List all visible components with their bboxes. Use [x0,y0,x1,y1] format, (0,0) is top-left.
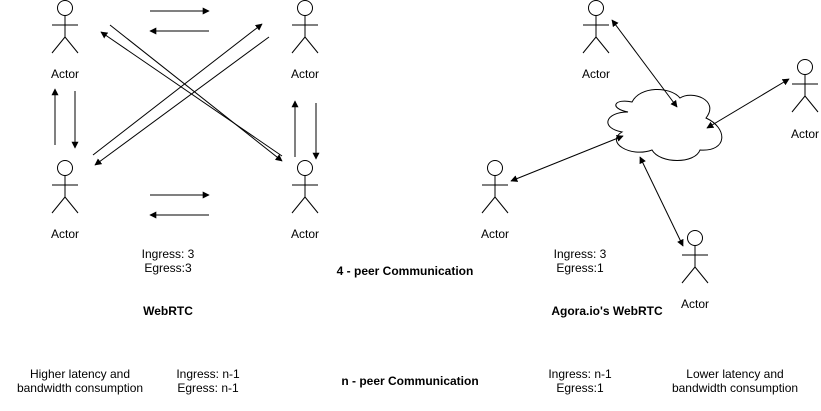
left-egress: Egress:3 [144,261,192,275]
arrow-diagonal-to-top-right [92,23,263,156]
actor-label-right-left: Actor [480,227,509,241]
bottom-right-ingress: Ingress: n-1 [548,367,612,381]
cloud-icon [607,89,723,161]
bottom-right-desc-line1: Lower latency and [686,367,784,381]
bottom-right-egress: Egress:1 [556,381,604,395]
actor-label-right-far: Actor [790,127,819,141]
arrow-cloud-left-actor [510,135,624,182]
left-title: WebRTC [143,304,193,318]
actor-label-bottom-left: Actor [50,227,79,241]
actor-label-top-left: Actor [50,67,79,81]
bottom-left-ingress: Ingress: n-1 [176,367,240,381]
arrow-cloud-bottom-actor [639,156,684,247]
actor-label-bottom-right: Actor [290,227,319,241]
actor-icon-right-top [582,0,610,54]
actor-icon-right-far [791,59,819,113]
bottom-left-egress: Egress: n-1 [177,381,239,395]
bottom-left-desc-line2: bandwidth consumption [16,381,144,395]
arrow-diagonal-to-bottom-left [94,36,270,166]
arrow-cloud-far-actor [706,78,790,129]
actor-icon-bottom-right [291,160,319,214]
right-title: Agora.io's WebRTC [551,304,663,318]
bottom-right-desc-line2: bandwidth consumption [671,381,799,395]
arrow-cloud-top-actor [611,19,678,108]
actor-icon-top-right [291,0,319,54]
right-egress: Egress:1 [556,261,604,275]
actor-icon-right-bottom [681,230,709,284]
actor-label-right-top: Actor [581,67,610,81]
center-n-peer-label: n - peer Communication [341,374,479,388]
actor-icon-top-left [51,0,79,54]
right-ingress: Ingress: 3 [553,247,607,261]
actor-label-right-bottom: Actor [680,297,709,311]
actor-label-top-right: Actor [290,67,319,81]
bottom-left-desc-line1: Higher latency and [29,367,131,381]
actor-icon-right-left [481,160,509,214]
arrow-diagonal-to-bottom-right [109,24,283,162]
actor-icon-bottom-left [51,160,79,214]
left-ingress: Ingress: 3 [141,247,195,261]
center-4-peer-label: 4 - peer Communication [336,264,474,278]
